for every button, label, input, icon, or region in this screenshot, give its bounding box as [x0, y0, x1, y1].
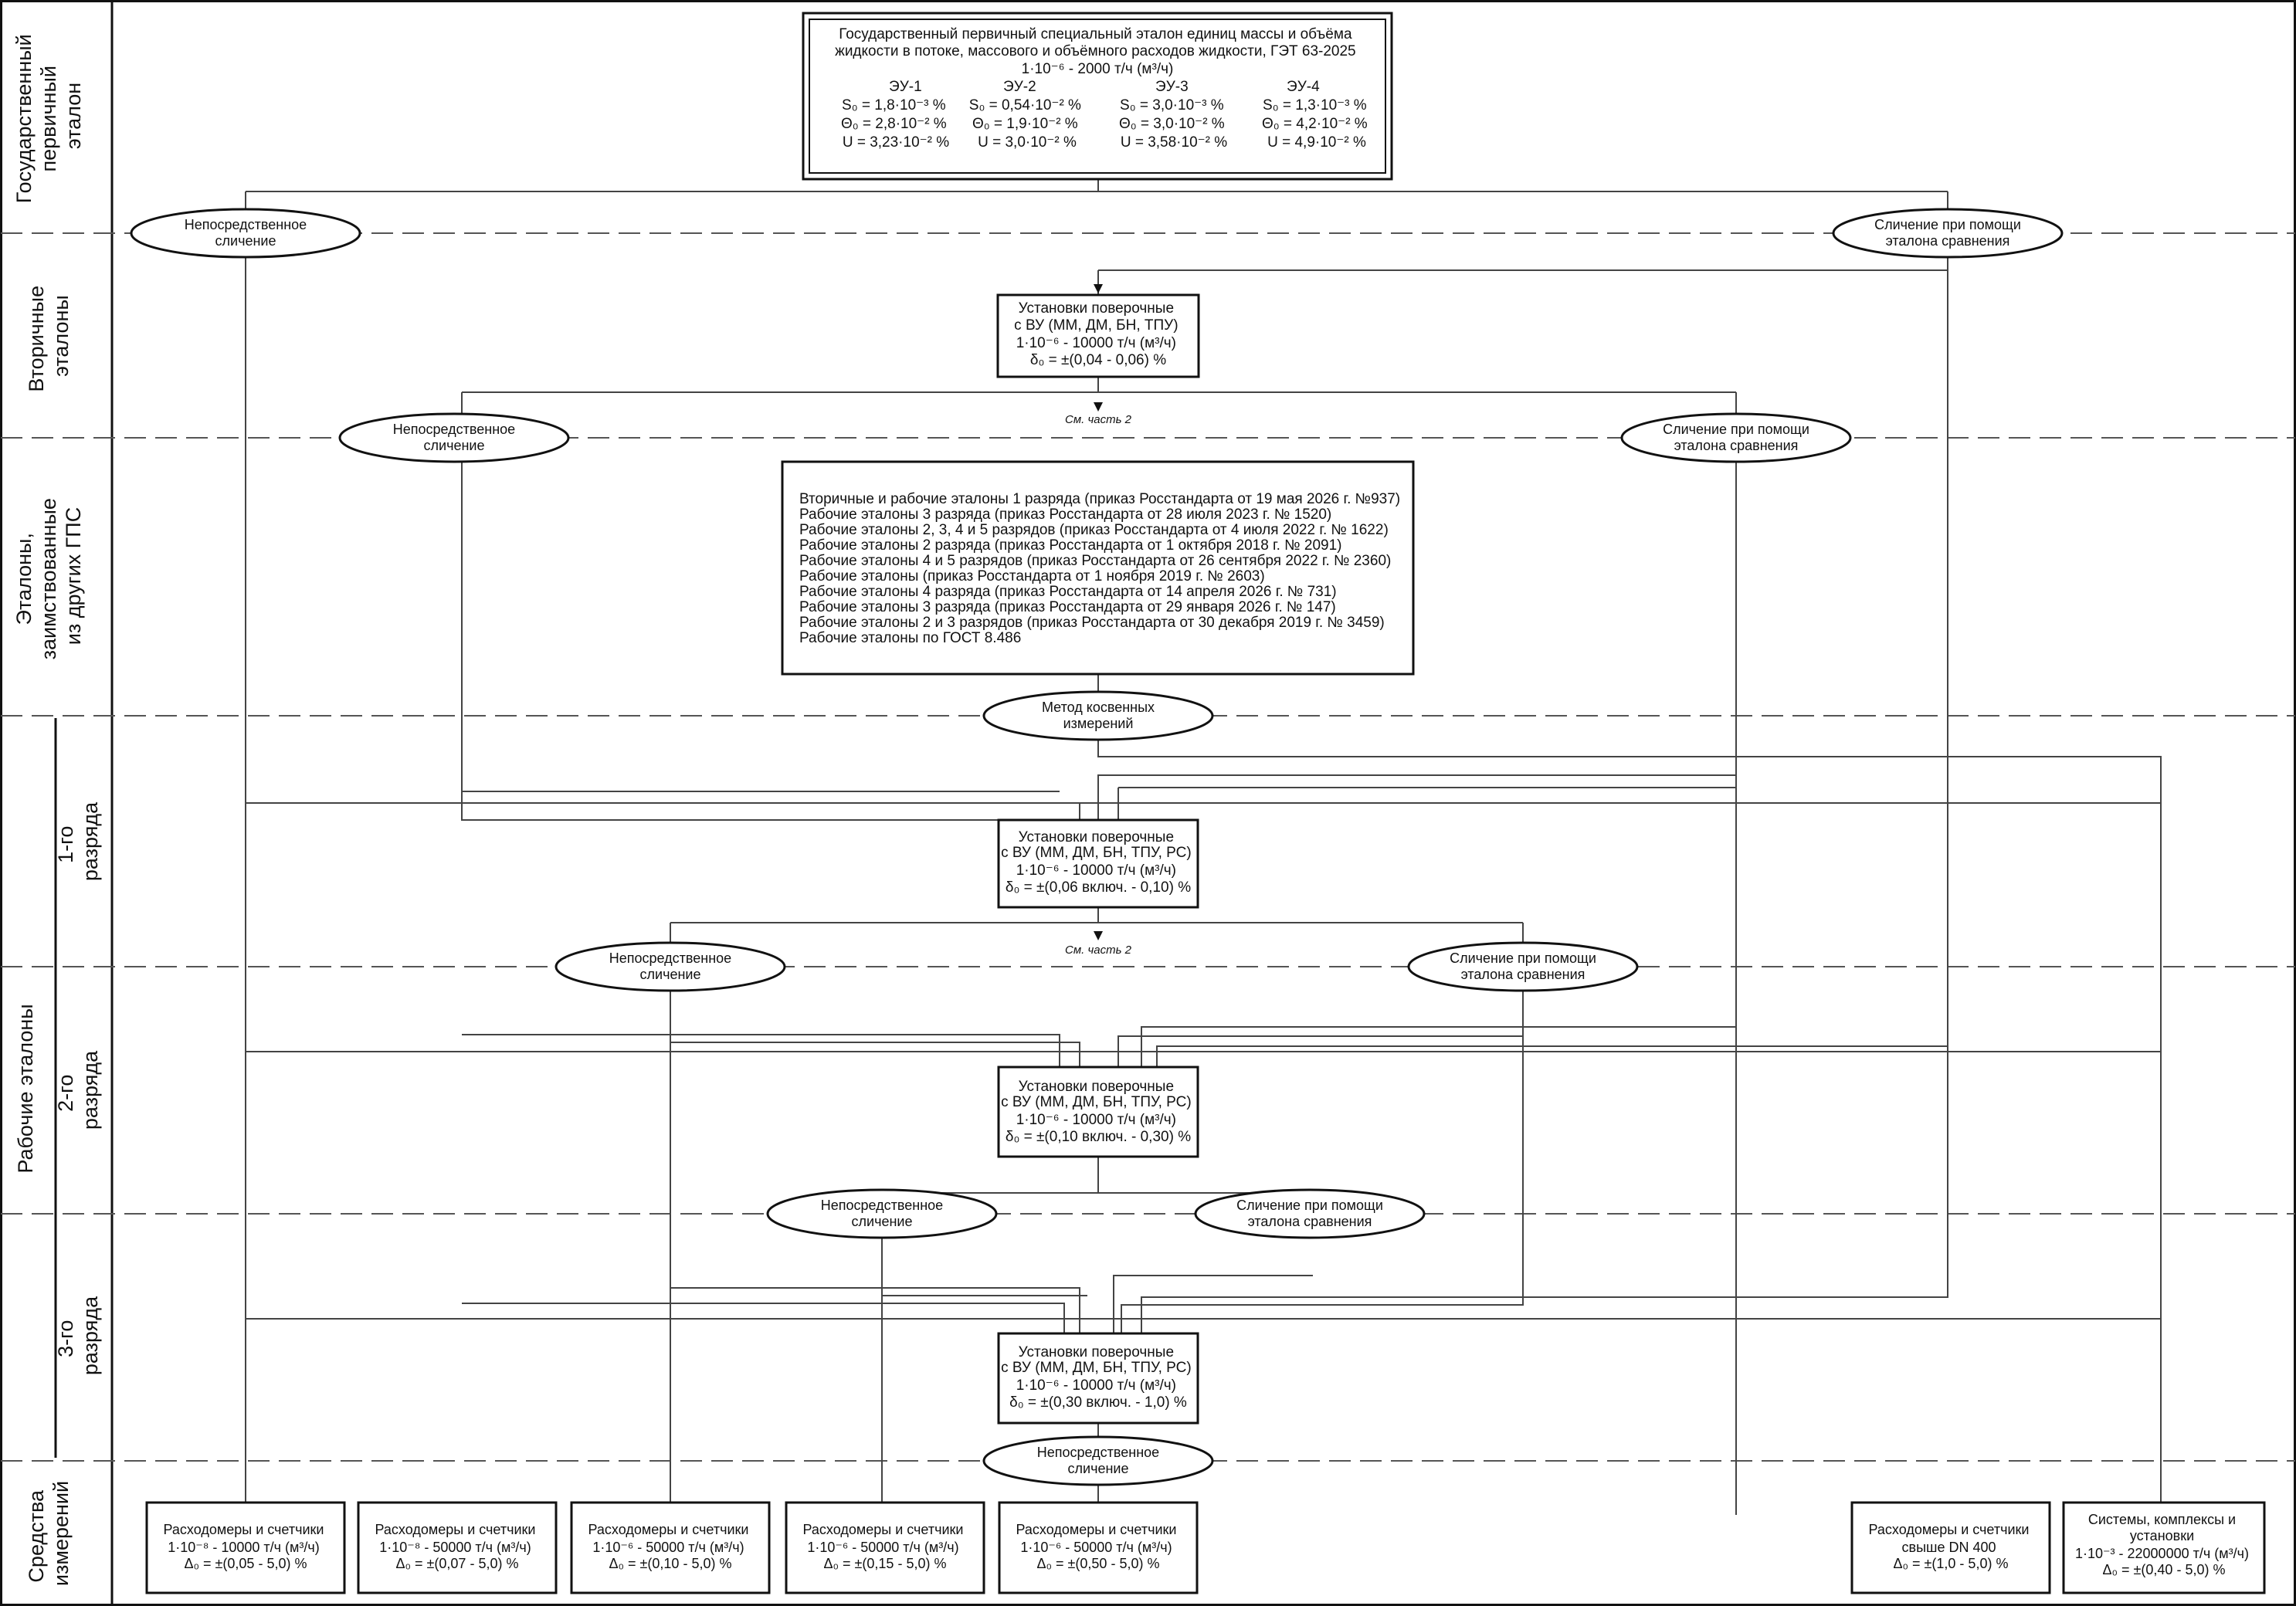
- section-borrowed: Эталоны, заимствованные из других ГПС: [12, 493, 85, 660]
- section-instruments: Средства измерений: [25, 1481, 73, 1586]
- section-working: Рабочие эталоны: [14, 1004, 37, 1173]
- instrument-box-5: Расходомеры и счетчики 1·10⁻⁶ - 50000 т/…: [998, 1501, 1199, 1594]
- note-see-part-2-b: См. часть 2: [1065, 944, 1132, 957]
- svg-text:Системы, комплексы и у: Системы, комплексы и установки 1·10⁻³ - …: [2075, 1512, 2253, 1577]
- note-see-part-2-a: См. часть 2: [1065, 413, 1132, 426]
- section-rank2: 2-го разряда: [54, 1050, 102, 1130]
- svg-text:Расходомеры и счетчики: Расходомеры и счетчики 1·10⁻⁶ - 50000 т/…: [1016, 1522, 1181, 1571]
- instrument-box-7: Системы, комплексы и установки 1·10⁻³ - …: [2062, 1501, 2266, 1594]
- section-secondary: Вторичные эталоны: [25, 280, 73, 391]
- rank3-standard-box: Установки поверочные с ВУ (ММ, ДМ, БН, Т…: [997, 1332, 1199, 1425]
- section-labels: Государственный первичный эталон Вторичн…: [12, 29, 102, 1586]
- svg-text:Государственный первичный спец: Государственный первичный специальный эт…: [835, 26, 1360, 77]
- eu-1-column: ЭУ-1 S₀ = 1,8·10⁻³ % Θ₀ = 2,8·10⁻² % U =…: [841, 79, 951, 151]
- instrument-boxes: Расходомеры и счетчики 1·10⁻⁸ - 10000 т/…: [145, 1501, 2266, 1594]
- secondary-standard-box: Установки поверочные с ВУ (ММ, ДМ, БН, Т…: [996, 293, 1200, 378]
- eu-3-column: ЭУ-3 S₀ = 3,0·10⁻³ % Θ₀ = 3,0·10⁻² % U =…: [1119, 79, 1229, 151]
- eu-2-column: ЭУ-2 S₀ = 0,54·10⁻² % Θ₀ = 1,9·10⁻² % U …: [969, 79, 1085, 151]
- borrowed-standards-box: Вторичные и рабочие эталоны 1 разряда (п…: [781, 460, 1415, 676]
- svg-text:Расходомеры и счетчики: Расходомеры и счетчики 1·10⁻⁶ - 50000 т/…: [803, 1522, 968, 1571]
- section-rank3: 3-го разряда: [54, 1296, 102, 1375]
- section-rank1: 1-го разряда: [54, 801, 102, 881]
- arrow-to-rank1-note: [1094, 402, 1103, 412]
- svg-text:Расходомеры и счетчики: Расходомеры и счетчики 1·10⁻⁸ - 50000 т/…: [375, 1522, 540, 1571]
- arrow-to-secondary-box: [1094, 284, 1103, 293]
- instrument-box-2: Расходомеры и счетчики 1·10⁻⁸ - 50000 т/…: [357, 1501, 558, 1594]
- svg-text:Установки поверочные с В: Установки поверочные с ВУ (ММ, ДМ, БН, Т…: [1001, 829, 1195, 896]
- state-primary-standard-box: Государственный первичный специальный эт…: [802, 12, 1393, 181]
- svg-text:Установки поверочные с В: Установки поверочные с ВУ (ММ, ДМ, БН, Т…: [1001, 1079, 1195, 1145]
- instrument-box-1: Расходомеры и счетчики 1·10⁻⁸ - 10000 т/…: [145, 1501, 346, 1594]
- svg-text:Расходомеры и счетчики: Расходомеры и счетчики 1·10⁻⁶ - 50000 т/…: [588, 1522, 753, 1571]
- eu-4-column: ЭУ-4 S₀ = 1,3·10⁻³ % Θ₀ = 4,2·10⁻² % U =…: [1262, 79, 1372, 151]
- svg-text:Расходомеры и счетчики: Расходомеры и счетчики свыше DN 400 Δ₀ =…: [1869, 1522, 2033, 1571]
- instrument-box-6: Расходомеры и счетчики свыше DN 400 Δ₀ =…: [1850, 1501, 2051, 1594]
- svg-text:Вторичные и рабочие эталоны 1: Вторичные и рабочие эталоны 1 разряда (п…: [799, 491, 1404, 646]
- instrument-box-3: Расходомеры и счетчики 1·10⁻⁶ - 50000 т/…: [570, 1501, 771, 1594]
- instrument-box-4: Расходомеры и счетчики 1·10⁻⁶ - 50000 т/…: [785, 1501, 985, 1594]
- rank2-standard-box: Установки поверочные с ВУ (ММ, ДМ, БН, Т…: [997, 1066, 1199, 1158]
- svg-text:Установки поверочные с В: Установки поверочные с ВУ (ММ, ДМ, БН, Т…: [1014, 300, 1182, 368]
- arrow-to-rank2-note: [1094, 931, 1103, 940]
- svg-text:Установки поверочные с В: Установки поверочные с ВУ (ММ, ДМ, БН, Т…: [1001, 1344, 1195, 1411]
- connector-lines: [245, 179, 2162, 1523]
- svg-text:Расходомеры и счетчики: Расходомеры и счетчики 1·10⁻⁸ - 10000 т/…: [164, 1522, 328, 1571]
- section-state-primary: Государственный первичный эталон: [12, 29, 85, 203]
- rank1-standard-box: Установки поверочные с ВУ (ММ, ДМ, БН, Т…: [997, 818, 1199, 909]
